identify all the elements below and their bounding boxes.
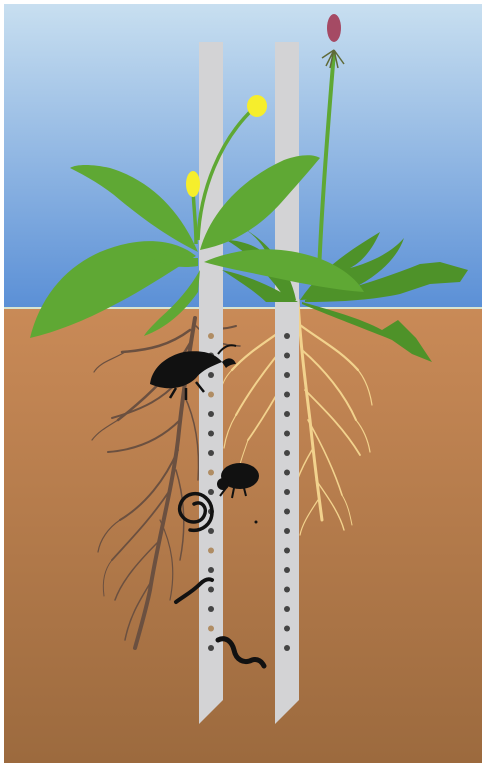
probe-hole (284, 431, 290, 437)
probe-hole (284, 470, 290, 476)
probe-hole (284, 509, 290, 515)
probe-hole (208, 528, 214, 534)
probe-hole (284, 392, 290, 398)
probe-hole (284, 489, 290, 495)
probe-hole (208, 587, 214, 593)
probe-hole (284, 333, 290, 339)
soil-probe-right (275, 42, 299, 724)
soil (4, 308, 482, 763)
probe-hole (208, 489, 214, 495)
probe-hole (284, 645, 290, 651)
probe-hole (284, 606, 290, 612)
probe-hole (284, 411, 290, 417)
probe-hole (208, 450, 214, 456)
seedhead (327, 14, 341, 42)
yellow-flower-top (247, 95, 267, 117)
probe-hole (284, 567, 290, 573)
probe-hole (208, 548, 214, 554)
probe-hole (208, 626, 214, 632)
probe-hole (208, 645, 214, 651)
probe-hole (284, 548, 290, 554)
probe-hole (208, 333, 214, 339)
probe-hole (208, 372, 214, 378)
probe-hole (284, 450, 290, 456)
probe-hole (284, 353, 290, 359)
probe-hole (208, 606, 214, 612)
probe-hole (208, 470, 214, 476)
probe-hole (208, 411, 214, 417)
probe-hole (208, 431, 214, 437)
probe-hole (284, 587, 290, 593)
small-particle (255, 521, 258, 524)
probe-hole (284, 528, 290, 534)
probe-hole (284, 372, 290, 378)
probe-hole (208, 392, 214, 398)
yellow-flower-bottom (186, 171, 200, 197)
soil-probe-left (199, 42, 223, 724)
probe-hole (208, 567, 214, 573)
probe-hole (284, 626, 290, 632)
